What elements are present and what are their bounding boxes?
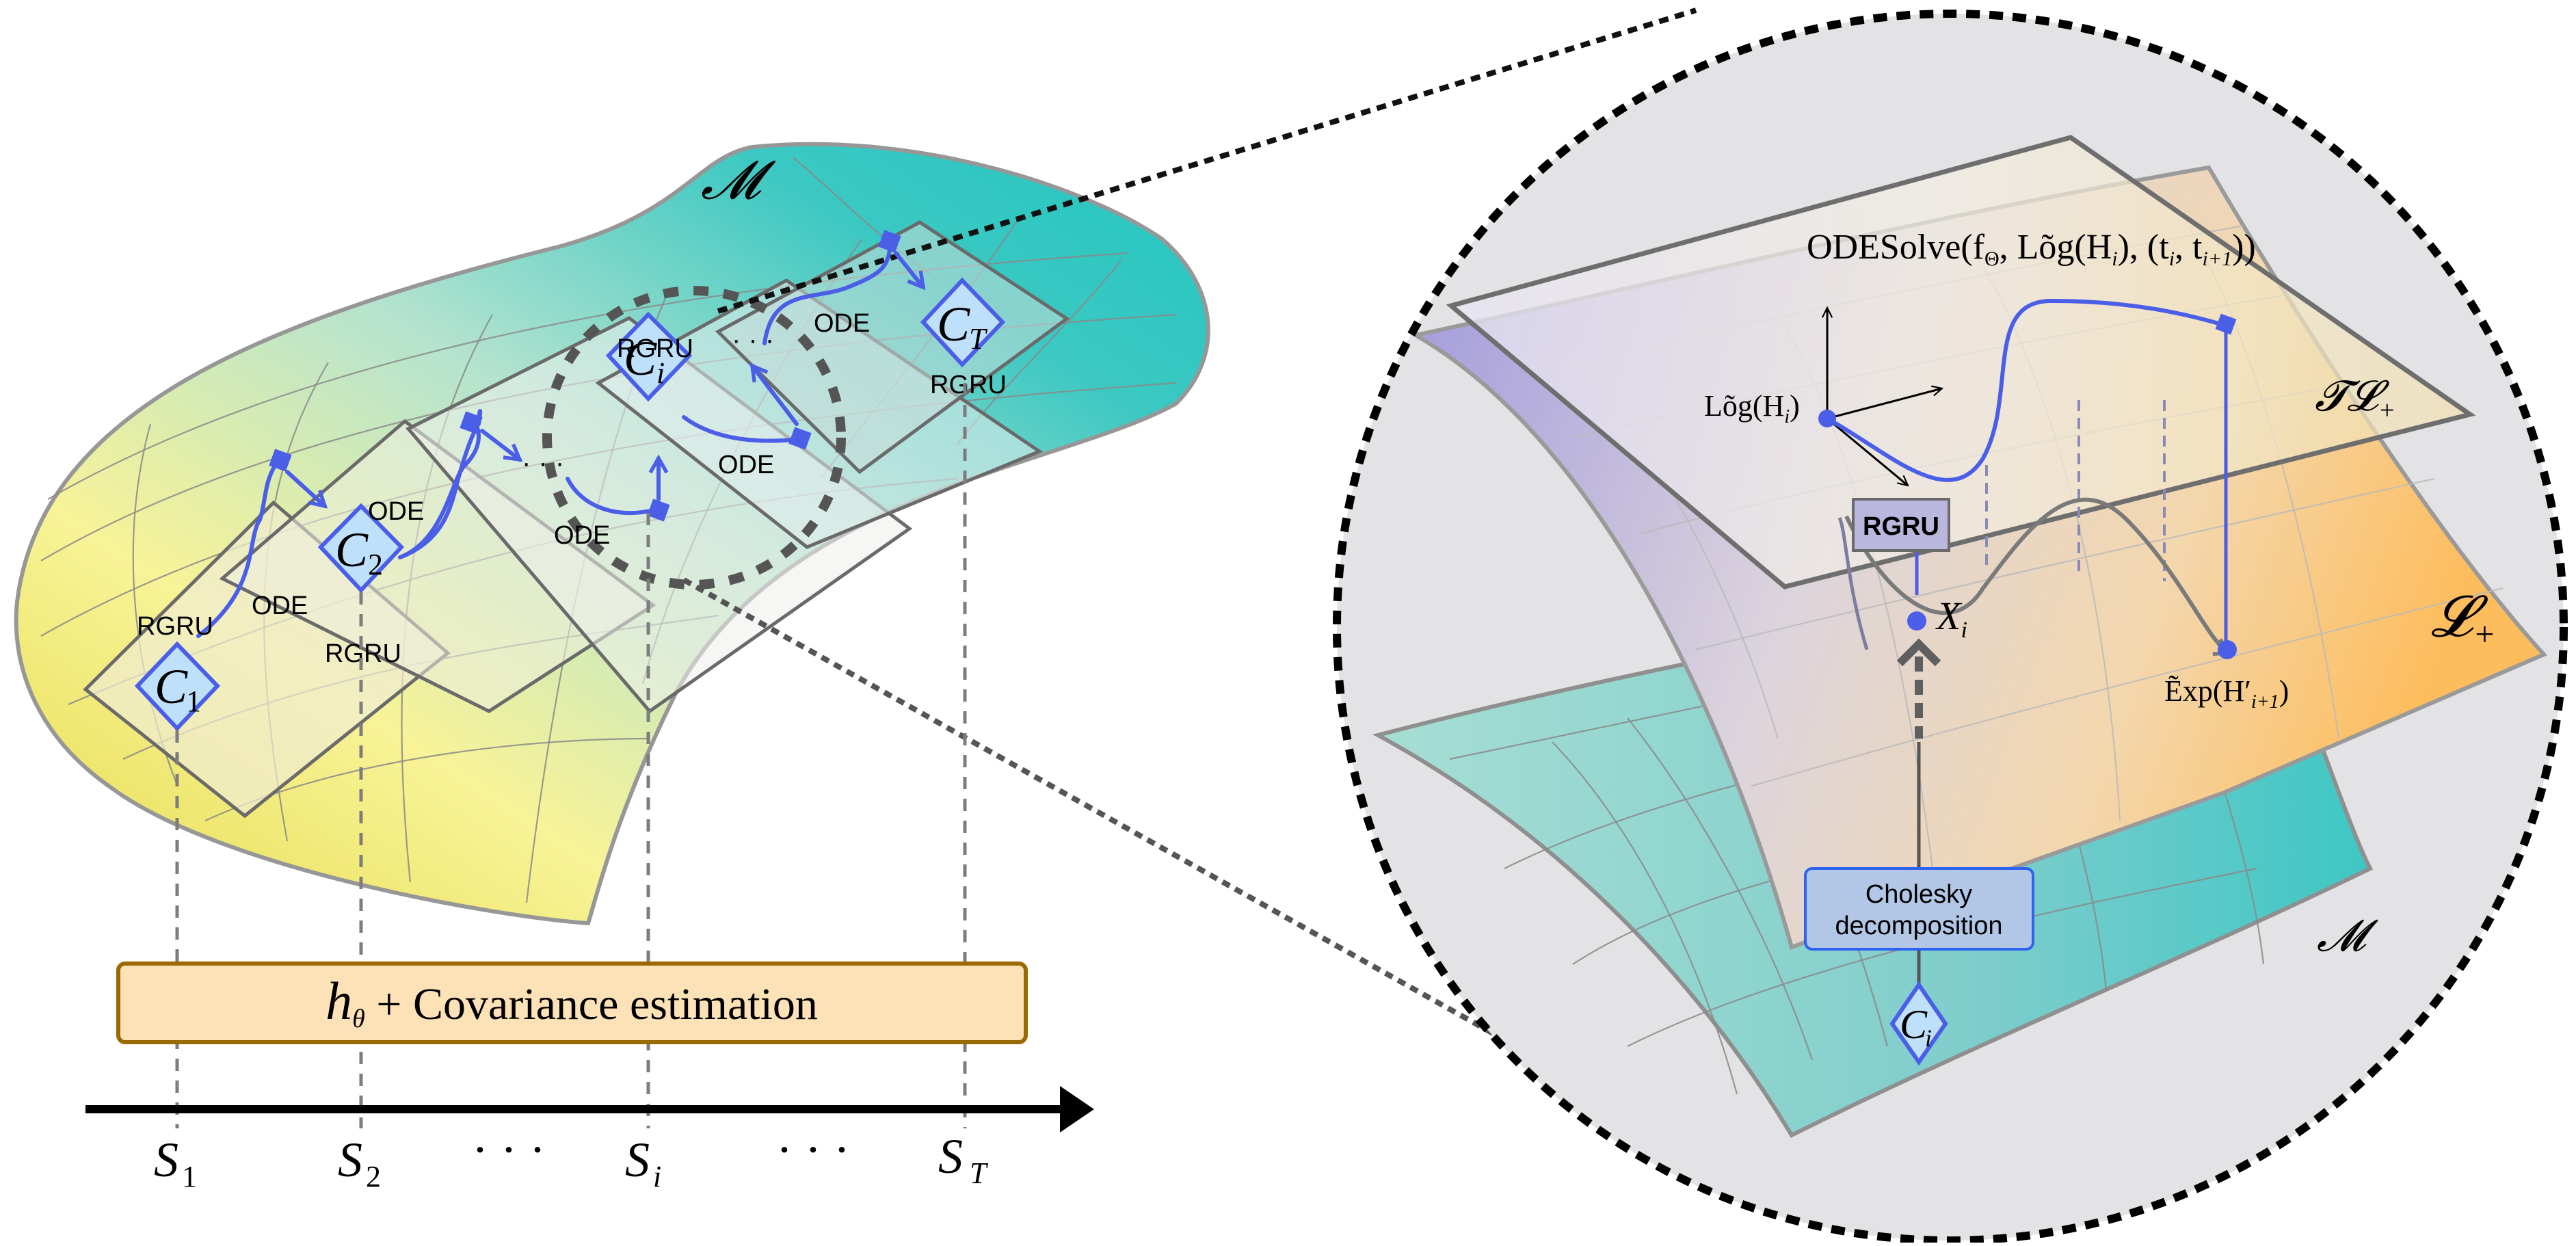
zoom-border	[1333, 10, 2568, 1245]
ode-solve-label: ODESolve(fΘ, Lõg(Hi), (ti, ti+1))	[1807, 228, 2256, 270]
ode-label-4: ODE	[718, 451, 774, 479]
cholesky-arrowhead	[1896, 638, 1941, 667]
x-point-label: Xi	[1935, 594, 1967, 643]
svg-text:S: S	[338, 1132, 362, 1187]
svg-text:i: i	[653, 1160, 661, 1193]
log-point-label: Lõg(Hi)	[1704, 389, 1800, 427]
svg-text:i: i	[656, 356, 665, 390]
rgru-label-4: RGRU	[930, 371, 1007, 399]
rgru-box: RGRU	[1852, 498, 1950, 595]
cholesky-box: Cholesky decomposition	[1804, 867, 2034, 951]
ode-endpoint-5	[878, 230, 901, 253]
rgru-label-2: RGRU	[325, 639, 401, 668]
ellipsis-2: · · ·	[732, 325, 774, 355]
node-c2: C 2 RGRU	[317, 503, 405, 668]
estimation-box: hθ + Covariance estimation	[116, 962, 1028, 1044]
ode-trajectories	[196, 230, 926, 638]
node-ci: C i RGRU	[605, 311, 693, 402]
svg-text:1: 1	[186, 685, 201, 718]
svg-text:2: 2	[368, 548, 383, 581]
tangent-projection-lines	[1985, 400, 2166, 581]
tangent-ode-trajectory	[1825, 299, 2228, 482]
rgru-label-1: RGRU	[137, 612, 213, 641]
zoom-panel: RGRU Cholesky decomposition C i ODESolve	[1333, 10, 2568, 1245]
ode-label-2: ODE	[368, 497, 424, 526]
tick-ellipsis-1: · · ·	[472, 1122, 546, 1177]
exp-point-label: Ẽxp(H′i+1)	[2164, 674, 2289, 713]
gray-map-curve	[1844, 497, 2233, 656]
left-zoom-circle	[542, 286, 846, 589]
ode-endpoint-3	[647, 499, 670, 522]
svg-text:i: i	[1925, 1024, 1932, 1052]
ode-labels: ODE ODE ODE ODE ODE · · · · · ·	[252, 309, 870, 620]
tangent-plane-tl	[1446, 135, 2476, 589]
svg-text:2: 2	[366, 1160, 381, 1193]
svg-text:C: C	[335, 522, 369, 577]
rgru-label-3: RGRU	[617, 334, 693, 363]
exp-point	[2218, 640, 2237, 659]
svg-text:Cholesky: Cholesky	[1865, 880, 1972, 909]
node-c1: C 1 RGRU	[134, 612, 221, 732]
svg-text:T: T	[970, 1156, 989, 1190]
tick-ellipsis-2: · · ·	[776, 1122, 850, 1177]
ellipsis-1: · · ·	[522, 448, 564, 478]
zoom-connector-top	[717, 8, 1697, 314]
svg-text:RGRU: RGRU	[1863, 512, 1939, 541]
node-ct: C T RGRU	[920, 277, 1007, 399]
svg-text:S: S	[625, 1132, 650, 1187]
svg-text:C: C	[937, 297, 970, 352]
ode-endpoint-1	[269, 449, 292, 472]
tangent-space-label: 𝓣𝓛+	[2315, 373, 2395, 425]
svg-text:S: S	[154, 1132, 178, 1187]
time-axis-arrowhead	[1060, 1086, 1094, 1132]
input-node-ci: C i	[1889, 981, 1948, 1066]
ode-label-5: ODE	[814, 309, 870, 338]
log-point	[1818, 410, 1836, 427]
svg-text:C: C	[1900, 1002, 1928, 1047]
cholesky-manifold-label: 𝓛+	[2431, 585, 2496, 653]
gray-log-arrow	[1837, 517, 1869, 650]
ode-label-1: ODE	[252, 592, 308, 620]
ode-endpoint-4	[788, 427, 812, 450]
ode-endpoint-2	[460, 411, 483, 434]
svg-text:hθ + Covariance estimation: hθ + Covariance estimation	[326, 971, 818, 1033]
tangent-basis-axes	[1827, 308, 1942, 486]
svg-text:C: C	[155, 659, 188, 714]
svg-text:1: 1	[182, 1160, 197, 1193]
x-point	[1907, 611, 1926, 631]
svg-text:C: C	[624, 331, 657, 386]
ode-end-marker	[2215, 313, 2237, 335]
svg-text:decomposition: decomposition	[1835, 912, 2002, 940]
svg-text:S: S	[938, 1129, 963, 1184]
ode-label-3: ODE	[554, 521, 610, 550]
sequence-nodes: C 1 RGRU C 2 RGRU C i RGRU C T RGRU	[134, 277, 1007, 732]
svg-text:T: T	[969, 322, 988, 356]
